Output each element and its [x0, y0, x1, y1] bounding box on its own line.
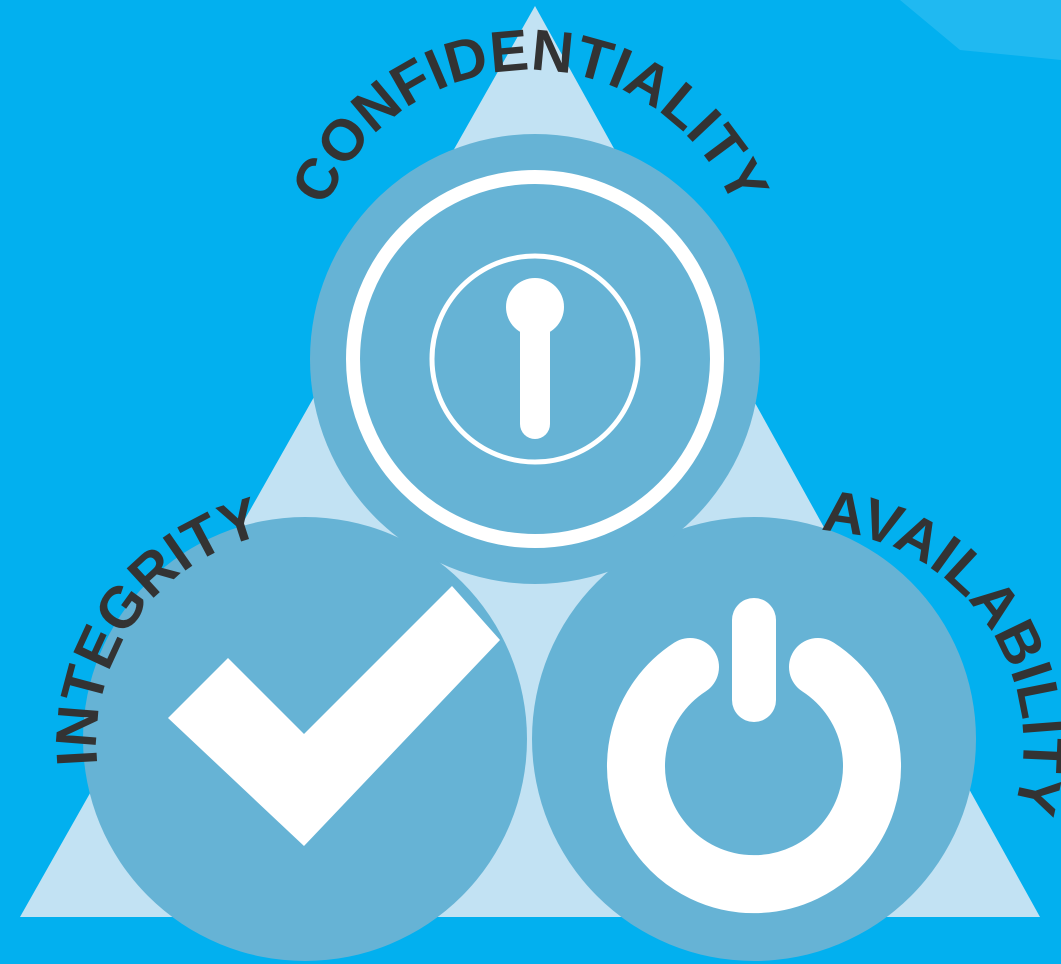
integrity-node — [83, 517, 527, 961]
background-streak — [900, 0, 1061, 60]
confidentiality-inner-ring — [429, 253, 641, 465]
keyhole-icon — [506, 278, 564, 439]
confidentiality-node — [310, 134, 760, 584]
confidentiality-outer-ring — [346, 170, 724, 548]
checkmark-icon — [168, 586, 500, 846]
power-icon — [607, 598, 901, 914]
availability-node — [532, 517, 976, 961]
